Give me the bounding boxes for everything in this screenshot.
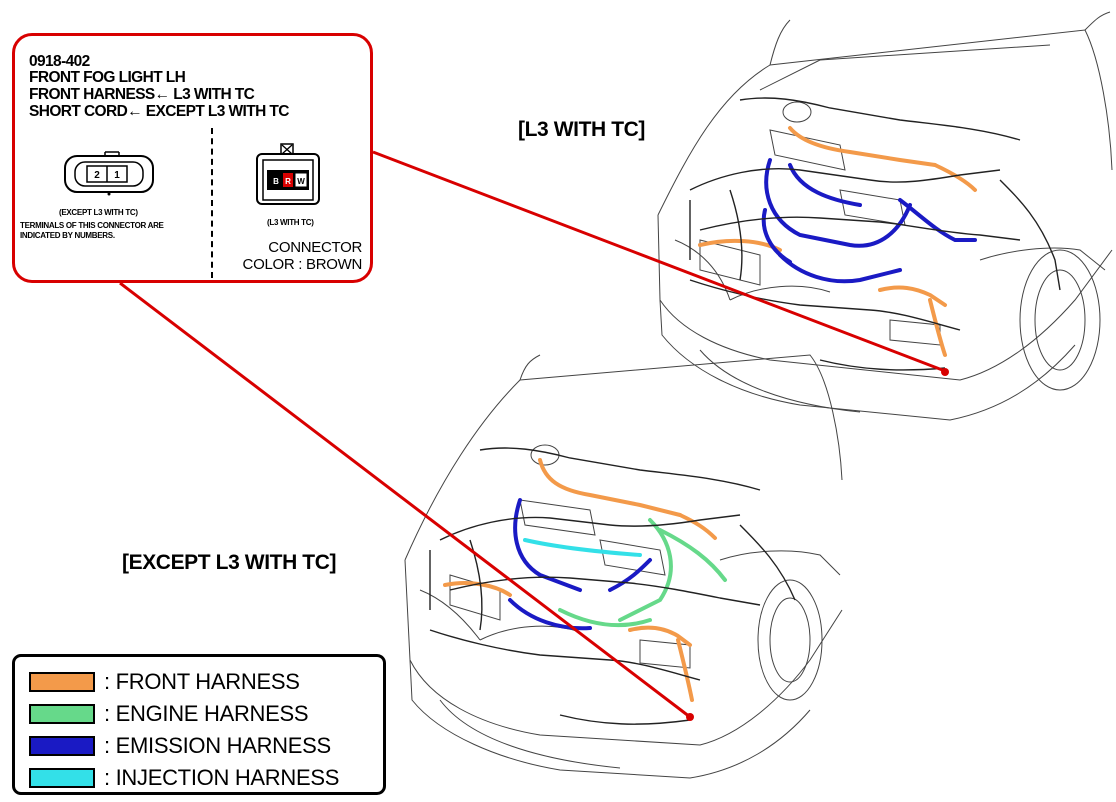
legend-swatch-emission: [29, 736, 95, 756]
terminal-note-line1: TERMINALS OF THIS CONNECTOR ARE: [20, 221, 164, 230]
pointer-line-l3: [372, 150, 946, 373]
legend-item-engine-harness: : ENGINE HARNESS: [29, 698, 383, 730]
legend-item-front-harness: : FRONT HARNESS: [29, 666, 383, 698]
view-label-l3-with-tc: [L3 WITH TC]: [518, 118, 646, 141]
connector-callout: 0918-402 FRONT FOG LIGHT LH FRONT HARNES…: [12, 33, 373, 283]
bottom-car-injection-harness: [523, 538, 642, 557]
harness-legend: : FRONT HARNESS : ENGINE HARNESS : EMISS…: [12, 654, 386, 795]
view-label-except-l3-with-tc: [EXCEPT L3 WITH TC]: [122, 551, 337, 574]
legend-item-injection-harness: : INJECTION HARNESS: [29, 762, 383, 794]
bottom-car-engine-harness: [558, 518, 727, 628]
top-car-black-wiring: [689, 97, 1061, 371]
left-connector-variant: (EXCEPT L3 WITH TC): [59, 208, 138, 217]
bottom-car-black-wiring: [429, 447, 796, 725]
terminal-note-line2: INDICATED BY NUMBERS.: [20, 231, 115, 240]
legend-item-emission-harness: : EMISSION HARNESS: [29, 730, 383, 762]
top-car-emission-harness: [761, 158, 977, 284]
legend-swatch-engine: [29, 704, 95, 724]
legend-label-emission: : EMISSION HARNESS: [104, 733, 331, 758]
pin-r-label: R: [285, 177, 291, 186]
legend-swatch-injection: [29, 768, 95, 788]
legend-label-front: : FRONT HARNESS: [104, 669, 300, 694]
pin-b-label: B: [273, 177, 279, 186]
bottom-car-front-harness: [443, 458, 717, 702]
bottom-car-outline: [404, 354, 843, 779]
top-car-outline: [657, 11, 1113, 421]
connector-face-except-l3: 2 1: [64, 151, 154, 196]
connector-title: FRONT FOG LIGHT LH: [29, 69, 186, 86]
pointer-line-except-l3: [119, 281, 691, 719]
harness-l3-line: FRONT HARNESS← L3 WITH TC: [29, 86, 255, 103]
connector-color-line1: CONNECTOR: [268, 239, 362, 256]
connector-color-line2: COLOR : BROWN: [242, 256, 363, 273]
legend-swatch-front: [29, 672, 95, 692]
pin-1-label: 1: [114, 170, 120, 181]
callout-divider: [211, 128, 213, 278]
connector-color: CONNECTOR COLOR : BROWN: [242, 239, 363, 273]
pin-w-label: W: [297, 177, 305, 186]
connector-marker-except-l3: [686, 713, 694, 721]
bottom-car-emission-harness: [508, 498, 652, 631]
legend-label-injection: : INJECTION HARNESS: [104, 765, 340, 790]
legend-label-engine: : ENGINE HARNESS: [104, 701, 309, 726]
harness-except-l3-line: SHORT CORD← EXCEPT L3 WITH TC: [29, 103, 289, 120]
connector-face-l3: B R W: [256, 143, 320, 205]
connector-code: 0918-402: [29, 53, 90, 70]
right-connector-variant: (L3 WITH TC): [267, 218, 314, 227]
pin-2-label: 2: [94, 170, 100, 181]
connector-marker-l3: [941, 368, 949, 376]
